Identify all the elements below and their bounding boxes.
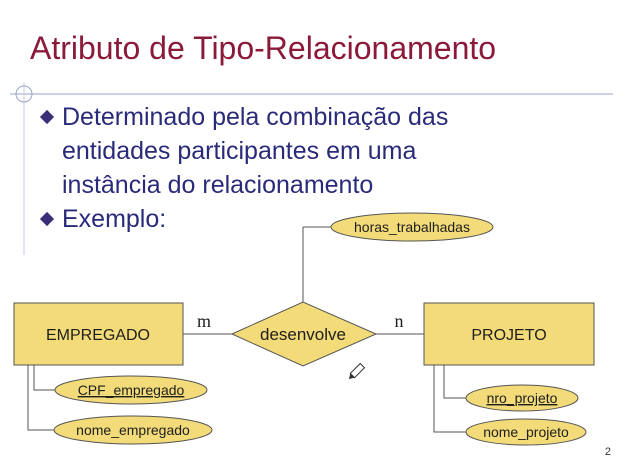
- attribute-link-nome-projeto: [433, 365, 467, 433]
- attribute-nome-empregado: [53, 415, 213, 445]
- slide-title: Atributo de Tipo-Relacionamento: [30, 30, 497, 66]
- pen-cursor-icon: [348, 362, 366, 380]
- attribute-nome-projeto: [465, 418, 587, 446]
- attribute-cpf-label: CPF_empregado: [78, 382, 185, 398]
- attribute-link-cpf: [33, 365, 55, 391]
- bullet-list: Determinado pela combinação das entidade…: [39, 100, 600, 236]
- page-number: 2: [604, 446, 611, 458]
- entity-empregado: [13, 302, 184, 366]
- attribute-nome-projeto-label: nome_projeto: [483, 424, 569, 440]
- cardinality-left: m: [197, 311, 211, 331]
- bullet-item: Determinado pela combinação das entidade…: [39, 100, 600, 202]
- cardinality-right: n: [395, 311, 404, 331]
- relationship-label: desenvolve: [260, 325, 346, 344]
- attribute-link-nome-empregado: [27, 365, 55, 431]
- entity-empregado-label: EMPREGADO: [46, 327, 150, 344]
- bullet-text: Exemplo:: [62, 205, 167, 233]
- attribute-link-nro-projeto: [443, 365, 467, 399]
- entity-projeto-label: PROJETO: [471, 327, 546, 344]
- attribute-horas-label: horas_trabalhadas: [354, 219, 470, 235]
- attribute-nro-projeto: [465, 384, 579, 412]
- attribute-nome-empregado-label: nome_empregado: [76, 422, 190, 438]
- bullet-item: Exemplo:: [39, 202, 600, 236]
- entity-projeto: [423, 302, 595, 366]
- attribute-nro-projeto-label: nro_projeto: [487, 390, 558, 406]
- attribute-cpf-empregado: [54, 375, 208, 405]
- relationship-desenvolve: [230, 301, 378, 367]
- bullet-text: Determinado pela combinação das entidade…: [62, 103, 449, 199]
- crosshair-circle: [15, 85, 33, 103]
